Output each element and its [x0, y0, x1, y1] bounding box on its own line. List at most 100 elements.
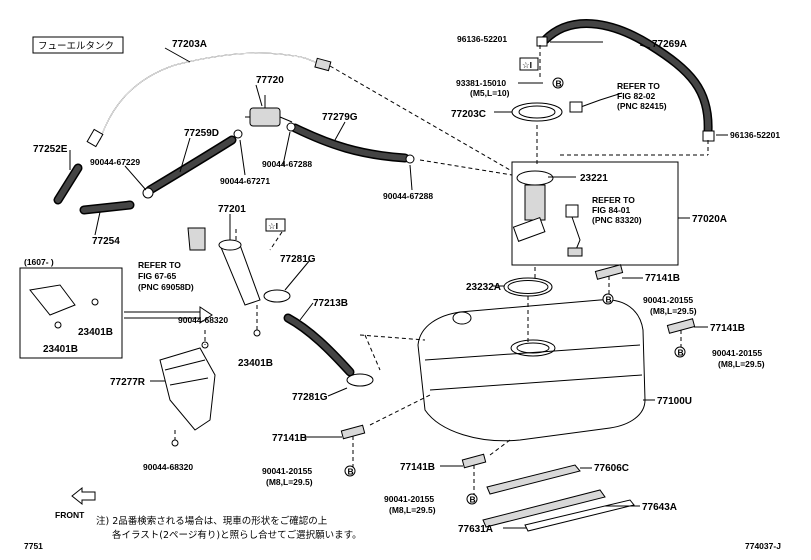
fuel-pump: [524, 184, 546, 221]
page-code-left: 7751: [24, 541, 43, 551]
label-90041-20155a: 90041-20155: [643, 295, 693, 305]
protector-77277r: [159, 347, 216, 431]
page-code-right: 774037-J: [745, 541, 781, 551]
label-90041-20155d: 90041-20155: [384, 494, 434, 504]
strap-bracket-c: [340, 424, 366, 440]
title-text: フューエルタンク: [38, 41, 114, 52]
label-77279g: 77279G: [322, 112, 358, 123]
inset-bracket: [29, 284, 76, 316]
label-90044-67288a: 90044-67288: [262, 159, 312, 169]
strap-bracket-d: [461, 453, 487, 469]
label-77213b: 77213B: [313, 298, 348, 309]
bolt-mark-b4-text: B: [348, 467, 354, 477]
label-90044-67271: 90044-67271: [220, 176, 270, 186]
label-77141b-b: 77141B: [710, 323, 745, 334]
star-label-b: ☆I: [268, 221, 278, 231]
bolt-mark-b4: [344, 465, 356, 477]
clamp-77281g-a: [263, 289, 291, 303]
label-77606c: 77606C: [594, 463, 629, 474]
label-77201: 77201: [218, 204, 246, 215]
label-77281g: 77281G: [280, 254, 316, 265]
label-23221: 23221: [580, 173, 608, 184]
sender-gauge: [565, 204, 579, 218]
fuel-tank-77100u: [417, 299, 646, 442]
bolt-mark-b1: [552, 77, 564, 89]
clamp-77281g-b: [346, 373, 374, 387]
label-23401b-inset-bottom: 23401B: [43, 344, 78, 355]
label-90041-spec-b: (M8,L=29.5): [718, 359, 765, 369]
front-label: FRONT: [55, 510, 85, 520]
star-box-a: [519, 57, 539, 71]
label-77141b-a: 77141B: [645, 273, 680, 284]
footer-note-line1: 注) 2品番検索される場合は、現車の形状をご確認の上: [96, 515, 328, 527]
label-77203c: 77203C: [451, 109, 486, 120]
label-23401b: 23401B: [238, 358, 273, 369]
refer-note-2-line1: REFER TO: [592, 195, 635, 205]
clip-90044-67229: [142, 187, 154, 199]
label-77203a: 77203A: [172, 39, 207, 50]
inset-box: [19, 267, 123, 359]
label-90041-20155b: 90041-20155: [712, 348, 762, 358]
label-90041-spec-d: (M8,L=29.5): [389, 505, 436, 515]
clip-96136-52201b: [702, 130, 715, 142]
bolt-mark-b1-text: B: [556, 79, 562, 89]
filler-neck-77201: [219, 244, 261, 306]
bolt-mark-b3-text: B: [678, 348, 684, 358]
refer-note-1-line2: FIG 82-02: [617, 91, 656, 101]
label-77720: 77720: [256, 75, 284, 86]
label-77269a: 77269A: [652, 39, 687, 50]
fuel-strainer: [512, 216, 546, 242]
strap-bracket-a: [594, 264, 624, 280]
refer-note-1-line3: (PNC 82415): [617, 101, 667, 111]
label-77259d: 77259D: [184, 128, 219, 139]
fuel-tube-connector: [569, 101, 583, 113]
label-77254: 77254: [92, 236, 120, 247]
label-77281g-b: 77281G: [292, 392, 328, 403]
bolt-mark-b5: [466, 493, 478, 505]
label-77252e: 77252E: [33, 144, 68, 155]
pump-flange-23221: [516, 170, 554, 186]
label-90044-68320b: 90044-68320: [143, 462, 193, 472]
label-77631a: 77631A: [458, 524, 493, 535]
label-90044-67229: 90044-67229: [90, 157, 140, 167]
label-77643a: 77643A: [642, 502, 677, 513]
refer-note-3-line3: (PNC 69058D): [138, 282, 194, 292]
footer-note-line2: 各イラスト(2ページ有り)と照らし合せてご選択願います。: [112, 529, 362, 541]
label-77141b-c: 77141B: [272, 433, 307, 444]
label-96136-52201a: 96136-52201: [457, 34, 507, 44]
label-90041-spec-c: (M8,L=29.5): [266, 477, 313, 487]
label-90044-67288b: 90044-67288: [383, 191, 433, 201]
bolt-mark-b5-text: B: [470, 495, 476, 505]
label-90041-spec-a: (M8,L=29.5): [650, 306, 697, 316]
clip-90044-67288b: [405, 154, 415, 164]
clip-96136-52201a: [536, 36, 548, 47]
label-23232a: 23232A: [466, 282, 501, 293]
title-box: [32, 36, 124, 54]
label-90044-68320a: 90044-68320: [178, 315, 228, 325]
label-93381-15010: 93381-15010: [456, 78, 506, 88]
bolt-23401b: [253, 329, 261, 337]
label-77020a: 77020A: [692, 214, 727, 225]
fuel-line-fitting: [314, 57, 332, 72]
protector-77631a: [524, 499, 635, 532]
star-box-b: [265, 218, 286, 232]
inset-date-label: (1607- ): [24, 257, 54, 267]
bolt-mark-b2-text: B: [606, 295, 612, 305]
pump-assy-box: [511, 161, 679, 266]
label-96136-52201b: 96136-52201: [730, 130, 780, 140]
label-77141b-d: 77141B: [400, 462, 435, 473]
refer-note-3-line2: FIG 67-65: [138, 271, 177, 281]
inset-arrow: [199, 306, 213, 324]
clip-90044-67271: [233, 129, 243, 139]
clip-90044-67288a: [286, 122, 296, 132]
sender-float: [567, 247, 583, 257]
protector-77643a: [482, 489, 606, 528]
fuel-line-end-fitting: [86, 128, 104, 148]
label-23401b-inset-right: 23401B: [78, 327, 113, 338]
front-arrow-icon: [71, 486, 96, 506]
refer-note-2-line3: (PNC 83320): [592, 215, 642, 225]
filler-cap-assy: [187, 227, 206, 251]
bolt-90044-68320b: [171, 439, 179, 447]
